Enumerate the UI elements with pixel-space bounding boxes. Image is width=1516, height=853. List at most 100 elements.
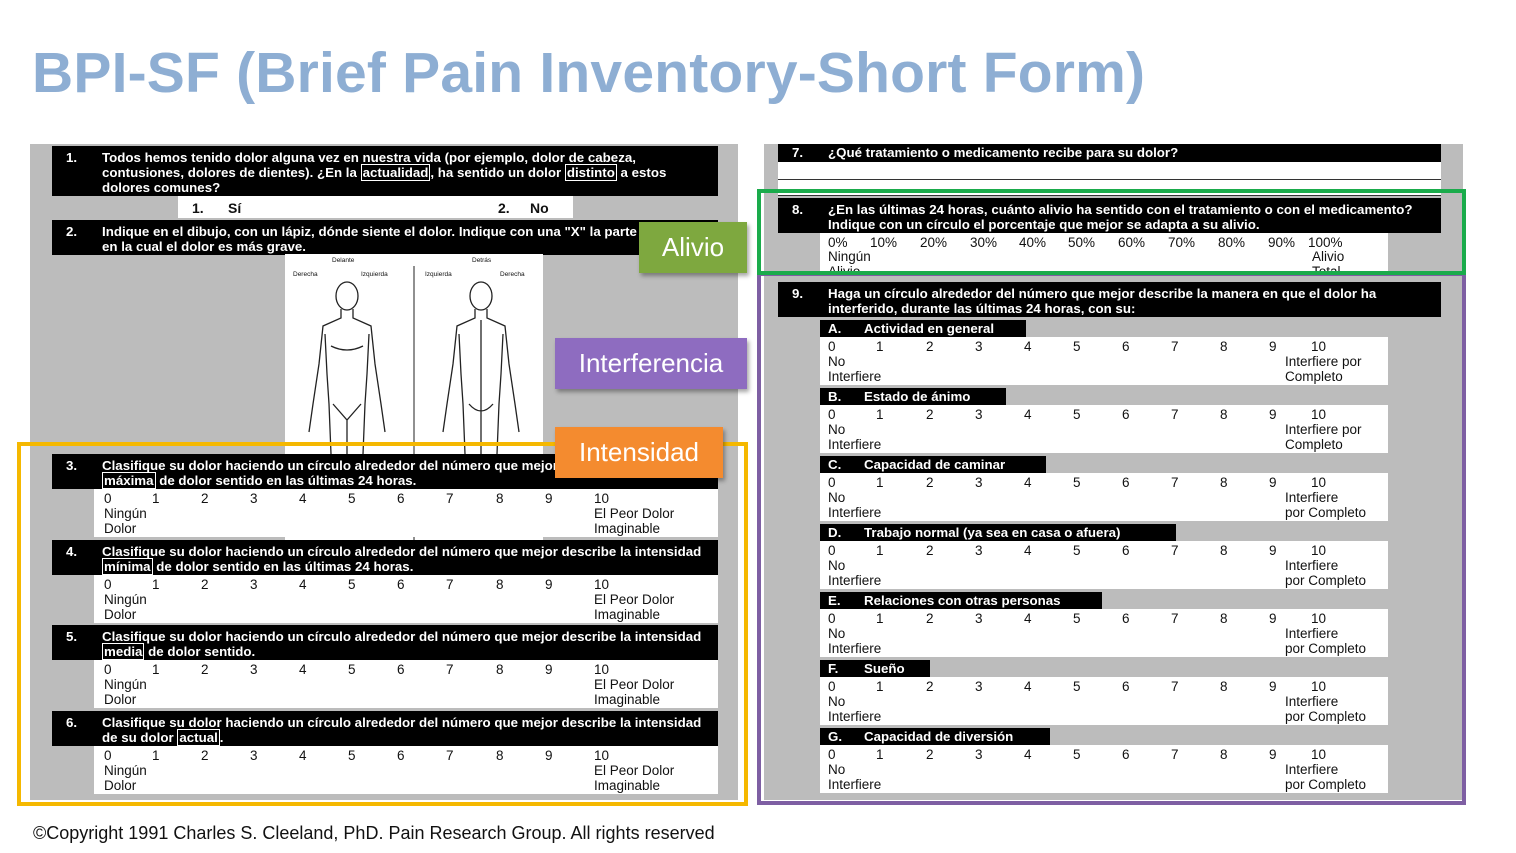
scale-number-9[interactable]: 9 xyxy=(1269,543,1277,558)
scale-number-2[interactable]: 2 xyxy=(926,543,934,558)
scale-number-4[interactable]: 4 xyxy=(1024,339,1032,354)
scale-number-6[interactable]: 6 xyxy=(397,491,405,506)
scale-number-2[interactable]: 2 xyxy=(201,491,209,506)
scale-number-9[interactable]: 9 xyxy=(1269,747,1277,762)
scale-number-1[interactable]: 1 xyxy=(152,748,160,763)
scale-number-3[interactable]: 3 xyxy=(250,491,258,506)
scale-number-4[interactable]: 4 xyxy=(1024,679,1032,694)
scale-number-0[interactable]: 0 xyxy=(828,407,836,422)
scale-number-0[interactable]: 0 xyxy=(828,339,836,354)
scale-number-10[interactable]: 10 xyxy=(594,577,610,592)
scale-number-8[interactable]: 8 xyxy=(496,748,504,763)
scale-number-9[interactable]: 9 xyxy=(545,748,553,763)
scale-number-9[interactable]: 9 xyxy=(1269,679,1277,694)
scale-number-6[interactable]: 6 xyxy=(1122,543,1130,558)
scale-number-7[interactable]: 7 xyxy=(446,748,454,763)
scale-number-8[interactable]: 8 xyxy=(1220,679,1228,694)
percent-option-10[interactable]: 100% xyxy=(1308,235,1343,250)
scale-number-7[interactable]: 7 xyxy=(1171,339,1179,354)
scale-number-1[interactable]: 1 xyxy=(876,475,884,490)
yes-option[interactable]: Sí xyxy=(228,200,242,216)
no-option[interactable]: No xyxy=(530,200,549,216)
scale-number-3[interactable]: 3 xyxy=(975,475,983,490)
scale-number-10[interactable]: 10 xyxy=(1311,407,1327,422)
scale-number-4[interactable]: 4 xyxy=(299,577,307,592)
scale-number-8[interactable]: 8 xyxy=(1220,611,1228,626)
scale-number-3[interactable]: 3 xyxy=(250,662,258,677)
scale-number-2[interactable]: 2 xyxy=(926,747,934,762)
scale-number-5[interactable]: 5 xyxy=(348,577,356,592)
scale-number-0[interactable]: 0 xyxy=(828,679,836,694)
scale-number-4[interactable]: 4 xyxy=(1024,407,1032,422)
scale-number-10[interactable]: 10 xyxy=(594,662,610,677)
scale-number-2[interactable]: 2 xyxy=(926,407,934,422)
scale-number-10[interactable]: 10 xyxy=(1311,611,1327,626)
scale-number-5[interactable]: 5 xyxy=(1073,611,1081,626)
scale-number-3[interactable]: 3 xyxy=(975,611,983,626)
scale-number-3[interactable]: 3 xyxy=(975,407,983,422)
scale-number-8[interactable]: 8 xyxy=(496,491,504,506)
scale-number-9[interactable]: 9 xyxy=(545,491,553,506)
scale-number-8[interactable]: 8 xyxy=(1220,747,1228,762)
scale-number-10[interactable]: 10 xyxy=(1311,747,1327,762)
percent-option-1[interactable]: 10% xyxy=(870,235,898,250)
scale-number-10[interactable]: 10 xyxy=(1311,543,1327,558)
percent-option-3[interactable]: 30% xyxy=(970,235,998,250)
percent-option-6[interactable]: 60% xyxy=(1118,235,1146,250)
scale-number-6[interactable]: 6 xyxy=(397,577,405,592)
scale-number-5[interactable]: 5 xyxy=(348,662,356,677)
scale-number-1[interactable]: 1 xyxy=(876,611,884,626)
scale-number-3[interactable]: 3 xyxy=(975,543,983,558)
scale-number-9[interactable]: 9 xyxy=(1269,407,1277,422)
scale-number-1[interactable]: 1 xyxy=(876,543,884,558)
scale-number-7[interactable]: 7 xyxy=(1171,747,1179,762)
scale-number-5[interactable]: 5 xyxy=(348,491,356,506)
scale-number-7[interactable]: 7 xyxy=(1171,475,1179,490)
scale-number-5[interactable]: 5 xyxy=(1073,679,1081,694)
percent-option-7[interactable]: 70% xyxy=(1168,235,1196,250)
scale-number-7[interactable]: 7 xyxy=(1171,679,1179,694)
scale-number-0[interactable]: 0 xyxy=(104,748,112,763)
scale-number-8[interactable]: 8 xyxy=(1220,475,1228,490)
scale-number-0[interactable]: 0 xyxy=(104,662,112,677)
scale-number-6[interactable]: 6 xyxy=(1122,747,1130,762)
scale-number-2[interactable]: 2 xyxy=(201,662,209,677)
percent-option-0[interactable]: 0% xyxy=(828,235,848,250)
scale-number-9[interactable]: 9 xyxy=(1269,339,1277,354)
scale-number-3[interactable]: 3 xyxy=(975,747,983,762)
scale-number-8[interactable]: 8 xyxy=(1220,543,1228,558)
scale-number-9[interactable]: 9 xyxy=(545,662,553,677)
percent-option-8[interactable]: 80% xyxy=(1218,235,1246,250)
scale-number-2[interactable]: 2 xyxy=(926,339,934,354)
scale-number-0[interactable]: 0 xyxy=(828,543,836,558)
scale-number-8[interactable]: 8 xyxy=(1220,339,1228,354)
scale-number-8[interactable]: 8 xyxy=(1220,407,1228,422)
scale-number-1[interactable]: 1 xyxy=(876,339,884,354)
percent-option-2[interactable]: 20% xyxy=(920,235,948,250)
scale-number-9[interactable]: 9 xyxy=(545,577,553,592)
scale-number-7[interactable]: 7 xyxy=(446,662,454,677)
scale-number-2[interactable]: 2 xyxy=(201,577,209,592)
percent-option-5[interactable]: 50% xyxy=(1068,235,1096,250)
percent-option-4[interactable]: 40% xyxy=(1019,235,1047,250)
percent-option-9[interactable]: 90% xyxy=(1268,235,1296,250)
scale-number-9[interactable]: 9 xyxy=(1269,475,1277,490)
scale-number-7[interactable]: 7 xyxy=(1171,407,1179,422)
scale-number-8[interactable]: 8 xyxy=(496,577,504,592)
scale-number-10[interactable]: 10 xyxy=(594,748,610,763)
scale-number-6[interactable]: 6 xyxy=(1122,475,1130,490)
scale-number-2[interactable]: 2 xyxy=(201,748,209,763)
scale-number-7[interactable]: 7 xyxy=(1171,543,1179,558)
scale-number-10[interactable]: 10 xyxy=(594,491,610,506)
scale-number-4[interactable]: 4 xyxy=(1024,747,1032,762)
scale-number-10[interactable]: 10 xyxy=(1311,339,1327,354)
scale-number-3[interactable]: 3 xyxy=(975,339,983,354)
scale-number-6[interactable]: 6 xyxy=(397,662,405,677)
scale-number-0[interactable]: 0 xyxy=(104,577,112,592)
